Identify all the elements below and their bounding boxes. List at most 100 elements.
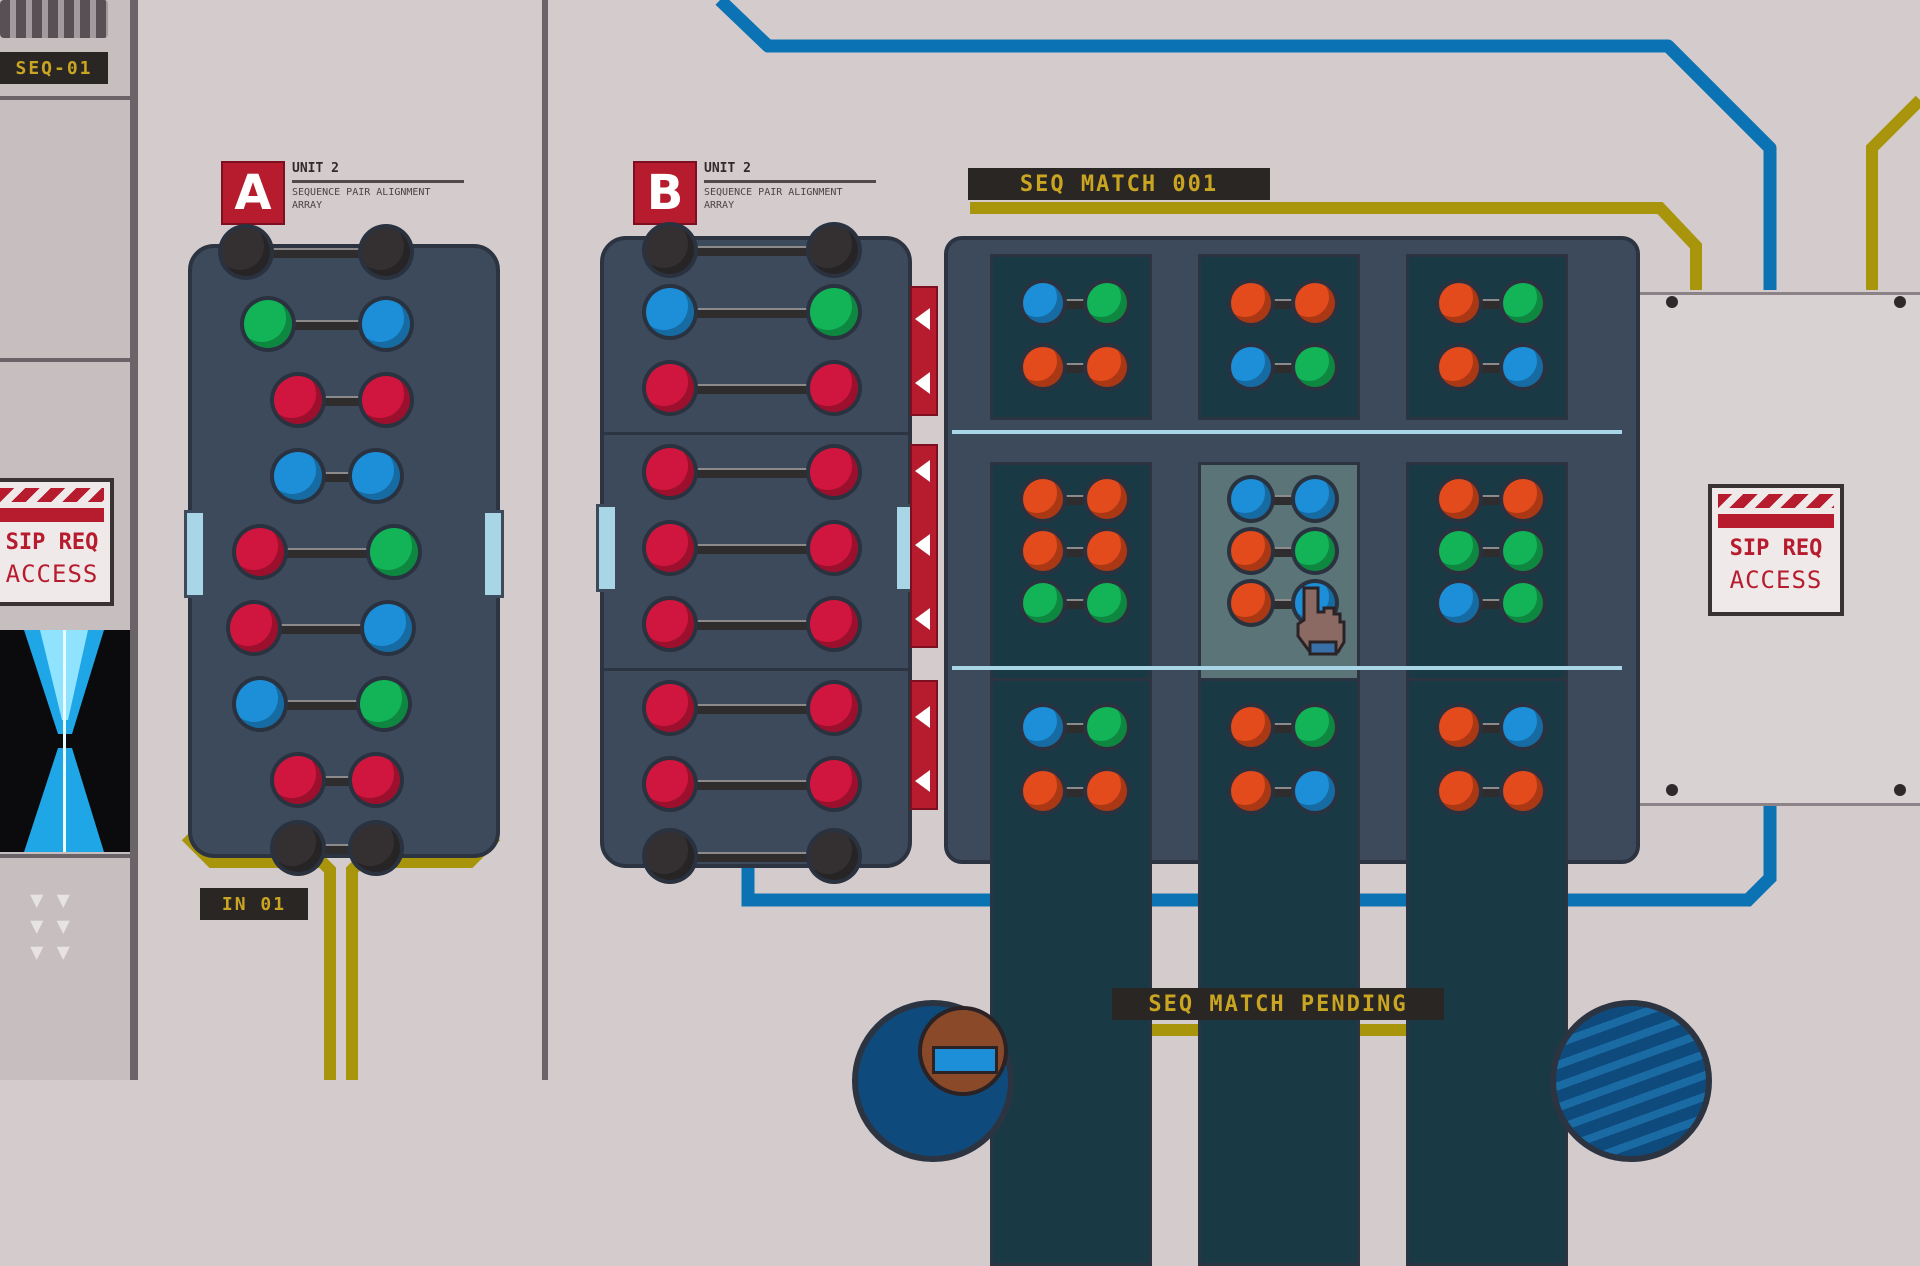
grid-lcd: SEQ MATCH 001 bbox=[968, 168, 1270, 200]
green-ball bbox=[1087, 283, 1127, 323]
blue-ball bbox=[1023, 707, 1063, 747]
red-ball bbox=[352, 756, 400, 804]
green-ball bbox=[1295, 531, 1335, 571]
orange-ball bbox=[1231, 583, 1271, 623]
molecule-pair[interactable] bbox=[646, 832, 858, 880]
grid-cell[interactable] bbox=[1406, 678, 1568, 1266]
module-a-panel bbox=[184, 228, 504, 872]
molecule-pair[interactable] bbox=[646, 288, 858, 336]
pair-bond bbox=[670, 308, 834, 318]
green-ball bbox=[1087, 707, 1127, 747]
molecule-pair[interactable] bbox=[274, 376, 410, 424]
left-arrow-icon[interactable] bbox=[915, 460, 930, 482]
pair-bond bbox=[1459, 495, 1519, 505]
molecule-pair[interactable] bbox=[646, 364, 858, 412]
molecule-pair[interactable] bbox=[646, 684, 858, 732]
pair-bond bbox=[670, 852, 834, 862]
access-sign-right[interactable]: SIP REQ ACCESS bbox=[1708, 484, 1844, 616]
left-arrow-icon[interactable] bbox=[915, 534, 930, 556]
panel-clip-left bbox=[184, 510, 206, 598]
green-ball bbox=[1295, 707, 1335, 747]
vent-grille bbox=[0, 0, 108, 38]
left-shelf-line-1 bbox=[0, 96, 132, 100]
blue-ball bbox=[352, 452, 400, 500]
orange-ball bbox=[1087, 347, 1127, 387]
left-arrow-icon[interactable] bbox=[915, 706, 930, 728]
grid-cell[interactable] bbox=[990, 254, 1152, 420]
molecule-pair[interactable] bbox=[646, 524, 858, 572]
blue-ball bbox=[236, 680, 284, 728]
orange-ball bbox=[1439, 707, 1479, 747]
red-ball bbox=[646, 364, 694, 412]
left-arrow-icon[interactable] bbox=[915, 308, 930, 330]
orange-ball bbox=[1087, 771, 1127, 811]
grid-molecule-pair bbox=[1439, 771, 1543, 819]
molecule-pair[interactable] bbox=[646, 760, 858, 808]
panel-clip-right bbox=[482, 510, 504, 598]
red-ball bbox=[230, 604, 278, 652]
green-ball bbox=[810, 288, 858, 336]
pair-bond bbox=[670, 246, 834, 256]
red-ball bbox=[362, 376, 410, 424]
pair-bond bbox=[1459, 723, 1519, 733]
panel-clip-left bbox=[596, 504, 618, 592]
pair-bond bbox=[1459, 599, 1519, 609]
molecule-pair[interactable] bbox=[244, 300, 410, 348]
red-ball bbox=[810, 524, 858, 572]
molecule-pair[interactable] bbox=[646, 226, 858, 274]
warning-bar bbox=[1718, 514, 1834, 528]
module-a-title: UNIT 2 bbox=[292, 161, 339, 176]
red-ball bbox=[236, 528, 284, 576]
molecule-pair[interactable] bbox=[222, 228, 410, 276]
pair-bond bbox=[1043, 299, 1103, 309]
molecule-pair[interactable] bbox=[274, 824, 400, 872]
dark-ball bbox=[810, 832, 858, 880]
green-ball bbox=[360, 680, 408, 728]
grid-cell[interactable] bbox=[990, 678, 1152, 1266]
top-left-lcd: SEQ-01 bbox=[0, 52, 108, 84]
grid-cell[interactable] bbox=[1406, 254, 1568, 420]
grid-separator bbox=[952, 430, 1622, 434]
pair-bond bbox=[260, 700, 384, 710]
dark-ball bbox=[646, 832, 694, 880]
molecule-pair[interactable] bbox=[230, 604, 412, 652]
grid-molecule-pair bbox=[1231, 283, 1335, 331]
module-b-title: UNIT 2 bbox=[704, 161, 751, 176]
grid-cell[interactable] bbox=[1198, 678, 1360, 1266]
orange-ball bbox=[1023, 771, 1063, 811]
grid-molecule-pair bbox=[1023, 531, 1127, 579]
left-arrow-icon[interactable] bbox=[915, 770, 930, 792]
orange-ball bbox=[1439, 347, 1479, 387]
molecule-pair[interactable] bbox=[646, 448, 858, 496]
left-arrow-icon[interactable] bbox=[915, 372, 930, 394]
arrow-strip-middle[interactable] bbox=[910, 444, 938, 648]
dark-ball bbox=[274, 824, 322, 872]
molecule-pair[interactable] bbox=[274, 452, 400, 500]
module-b-panel bbox=[596, 226, 916, 880]
arrow-strip-top[interactable] bbox=[910, 286, 938, 416]
molecule-pair[interactable] bbox=[236, 680, 408, 728]
orange-ball bbox=[1231, 707, 1271, 747]
blue-ball bbox=[1439, 583, 1479, 623]
molecule-pair[interactable] bbox=[236, 528, 418, 576]
green-ball bbox=[244, 300, 292, 348]
grid-molecule-pair bbox=[1023, 283, 1127, 331]
green-ball bbox=[1503, 283, 1543, 323]
blue-ball bbox=[364, 604, 412, 652]
pair-bond bbox=[1043, 547, 1103, 557]
orange-ball bbox=[1439, 283, 1479, 323]
left-arrow-icon[interactable] bbox=[915, 608, 930, 630]
arrow-strip-bottom[interactable] bbox=[910, 680, 938, 810]
grid-cell[interactable] bbox=[1198, 254, 1360, 420]
orange-ball bbox=[1087, 479, 1127, 519]
pair-bond bbox=[268, 320, 386, 330]
orange-ball bbox=[1231, 283, 1271, 323]
bottom-hatch-right[interactable] bbox=[1550, 1000, 1712, 1162]
pair-bond bbox=[260, 548, 394, 558]
molecule-pair[interactable] bbox=[274, 756, 400, 804]
molecule-pair[interactable] bbox=[646, 600, 858, 648]
screw bbox=[1894, 296, 1906, 308]
orange-ball bbox=[1503, 479, 1543, 519]
red-ball bbox=[810, 684, 858, 732]
screw bbox=[1666, 296, 1678, 308]
